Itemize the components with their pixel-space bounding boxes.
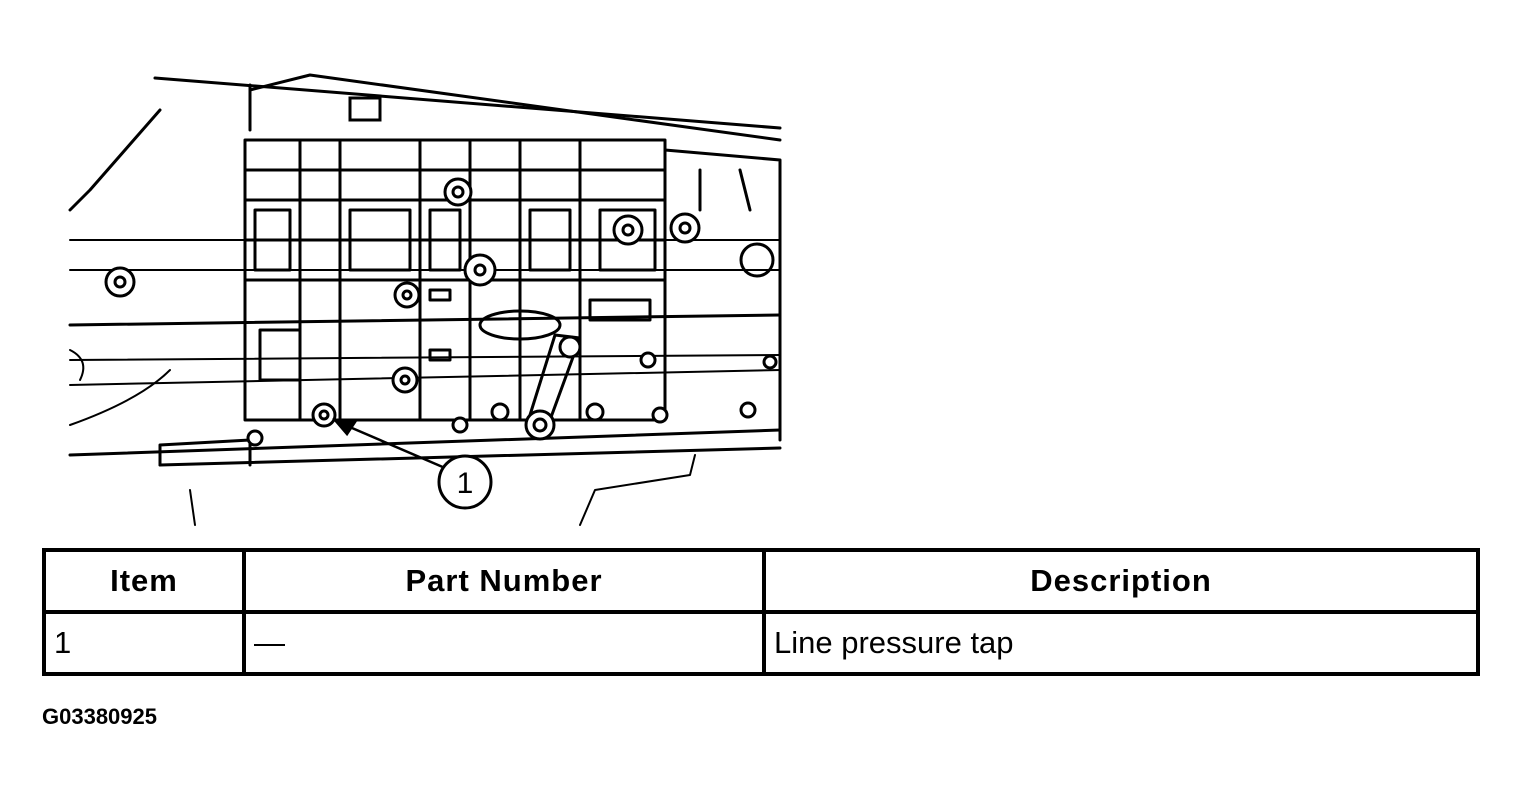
solenoid-connector bbox=[739, 242, 775, 278]
header-item: Item bbox=[42, 548, 246, 614]
transmission-valve-body-diagram: 1 bbox=[68, 73, 782, 526]
header-part-number: Part Number bbox=[242, 548, 766, 614]
housing-upper-flange bbox=[248, 73, 782, 142]
bolt-icon bbox=[651, 406, 669, 424]
lever-pivot-icon bbox=[558, 335, 582, 359]
bolt-icon bbox=[490, 402, 510, 422]
table-row: 1 — Line pressure tap bbox=[42, 610, 1480, 676]
bolt-icon bbox=[246, 429, 264, 447]
callout-number: 1 bbox=[457, 467, 474, 500]
header-description: Description bbox=[762, 548, 1480, 614]
bolt-icon bbox=[451, 416, 469, 434]
bolt-icon bbox=[762, 354, 778, 370]
cell-description: Line pressure tap bbox=[762, 610, 1480, 676]
callout-leader-line bbox=[344, 423, 446, 470]
figure-id: G03380925 bbox=[42, 704, 157, 729]
callout-circle bbox=[437, 454, 493, 510]
cell-part-number: — bbox=[242, 610, 766, 676]
bolt-icon bbox=[739, 401, 757, 419]
housing-left-edge bbox=[68, 83, 252, 212]
callout-arrowhead bbox=[332, 418, 358, 437]
oval-port bbox=[478, 309, 562, 341]
connector-icon bbox=[348, 96, 382, 122]
table-header-row: Item Part Number Description bbox=[42, 548, 1480, 614]
bolt-icon bbox=[639, 351, 657, 369]
parts-table: Item Part Number Description 1 — Line pr… bbox=[42, 548, 1480, 676]
bolt-icon bbox=[585, 402, 605, 422]
cell-item: 1 bbox=[42, 610, 246, 676]
